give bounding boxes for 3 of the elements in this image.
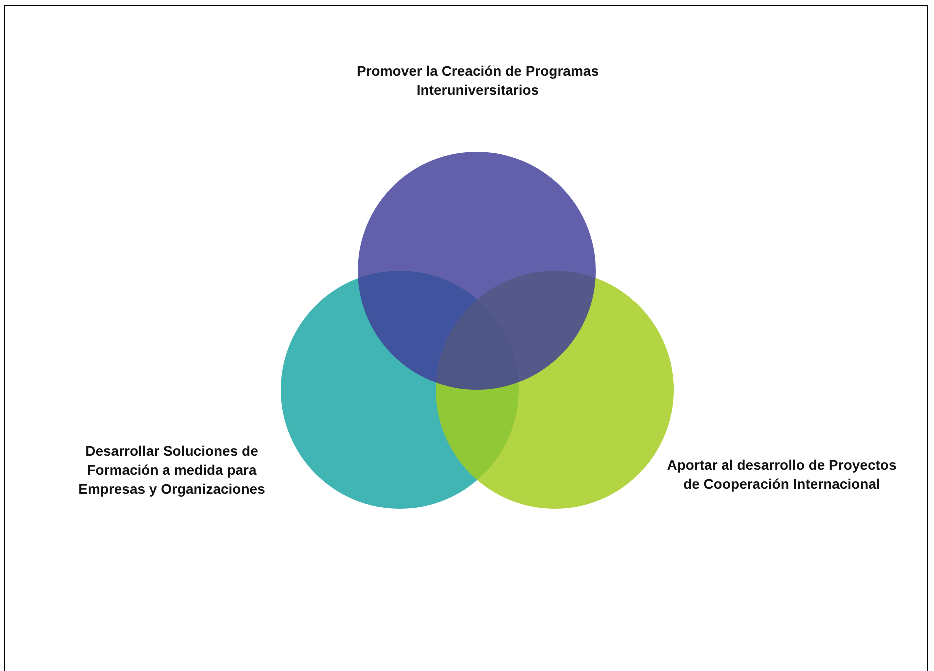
circle-label: Aportar al desarrollo de Proyectos de Cooperación Internacional — [667, 456, 897, 494]
circle-label: Promover la Creación de Programas Interuniversitarios — [356, 62, 600, 100]
circle-label: Desarrollar Soluciones de Formación a medida para Empresas y Organizaciones — [78, 442, 266, 499]
